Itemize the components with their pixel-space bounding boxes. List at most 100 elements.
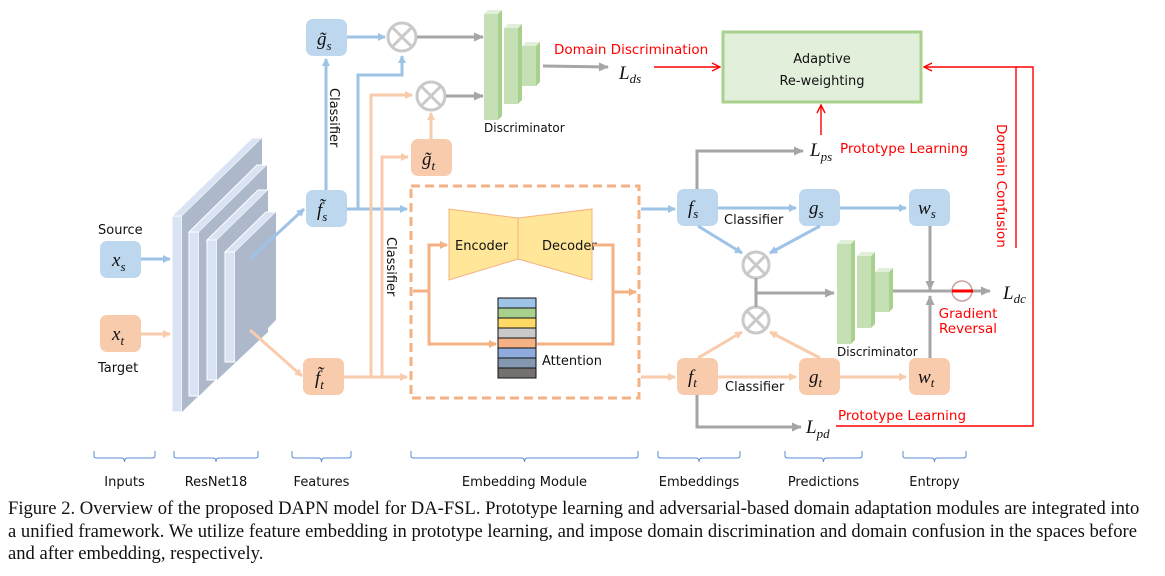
f-tilde-t-symbol: f̃t [315, 367, 325, 392]
arrow-domain-confusion-adaptive [924, 67, 1017, 248]
fs-box [677, 189, 718, 226]
loss-lpd: Lpd [805, 417, 830, 441]
xt-symbol: xt [111, 324, 124, 348]
g-tilde-t-symbol: g̃t [422, 149, 436, 173]
g-tilde-s-symbol: g̃s [317, 29, 332, 53]
attention-cell [497, 317, 537, 329]
stage-label: Features [294, 475, 350, 490]
stage-brace [902, 451, 967, 463]
adaptive-line1: Adaptive [793, 52, 851, 67]
gradient-reversal-label-1: Gradient [939, 306, 998, 322]
decoder-shape [517, 208, 593, 281]
stage-brace [291, 451, 352, 463]
decoder-label: Decoder [542, 239, 597, 254]
attention-cell [497, 297, 537, 309]
arrow-fs-otimes [697, 224, 743, 255]
attention-stack [497, 297, 537, 379]
discriminator-bottom-label: Discriminator [837, 345, 918, 359]
attention-cell [497, 307, 537, 319]
loss-ldc: Ldc [1002, 283, 1026, 306]
ws-box [909, 189, 950, 226]
attention-cell [497, 327, 537, 339]
domain-discrimination-label: Domain Discrimination [554, 42, 708, 58]
arrow-ft-lpd [695, 395, 802, 432]
stage-braces: Inputs ResNet18 Features Embedding Module Em… [93, 451, 967, 490]
classifier-label-s: Classifier [724, 213, 784, 228]
classifier-label-mid: Classifier [383, 237, 398, 297]
discriminator-bottom-icon [837, 240, 893, 344]
gradient-reversal-label-2: Reversal [939, 321, 997, 337]
stage-label: ResNet18 [185, 475, 248, 490]
adaptive-reweighting-box [721, 30, 923, 104]
attention-cell [497, 337, 537, 349]
arrow-fs-tilde-otimes [347, 55, 406, 211]
prototype-learning-label-1: Prototype Learning [840, 141, 968, 157]
otimes-icon [741, 305, 771, 335]
arrow-fs-lps [695, 146, 804, 189]
attention-cell [497, 347, 537, 359]
stage-label: Inputs [104, 475, 145, 490]
gs-symbol: gs [809, 198, 824, 221]
otimes-icon [415, 80, 447, 112]
arrow-input-attention [427, 291, 497, 348]
ft-symbol: ft [688, 367, 697, 390]
stage-label: Embeddings [659, 475, 740, 490]
ft-box [677, 358, 718, 395]
prototype-learning-label-2: Prototype Learning [838, 408, 966, 424]
dapn-diagram: Source xs xt Target f̃s f̃t g̃s g̃t Clas… [93, 10, 1034, 490]
domain-confusion-label: Domain Confusion [993, 124, 1009, 248]
stage-brace [173, 451, 259, 463]
attention-cell [497, 367, 537, 379]
f-tilde-s-box [306, 190, 347, 227]
stage-label: Embedding Module [462, 475, 587, 490]
stage-label: Predictions [788, 475, 860, 490]
stage-brace [410, 451, 639, 463]
resnet18-block [170, 137, 278, 413]
line-lpd-feedback [836, 66, 1034, 427]
attention-cell [497, 357, 537, 369]
loss-lps: Lps [809, 140, 832, 164]
discriminator-top-label: Discriminator [484, 121, 565, 135]
arrow-ft-tilde-gt-tilde [371, 153, 409, 379]
stage-brace [93, 451, 156, 463]
wt-box [909, 358, 950, 395]
fs-symbol: fs [688, 198, 698, 221]
gs-box [799, 189, 840, 226]
otimes-icon [386, 21, 418, 53]
arrow-resnet-fs [248, 207, 306, 261]
arrow-resnet-ft [249, 328, 303, 378]
figure-caption: Figure 2. Overview of the proposed DAPN … [8, 498, 1140, 564]
arrow-decoder-output [593, 243, 637, 296]
g-tilde-s-box [306, 19, 347, 56]
classifier-label-t: Classifier [725, 380, 785, 395]
stage-brace [657, 451, 741, 463]
otimes-icon [741, 250, 771, 280]
target-label: Target [97, 361, 138, 376]
arrow-gs-otimes [769, 224, 821, 255]
wt-symbol: wt [918, 367, 935, 390]
f-tilde-t-box [303, 358, 344, 395]
f-tilde-s-symbol: f̃s [317, 199, 327, 224]
g-tilde-t-box [411, 139, 452, 176]
discriminator-top-icon [484, 10, 540, 120]
gt-symbol: gt [809, 367, 823, 390]
ws-symbol: ws [918, 198, 936, 221]
embedding-module-box [409, 184, 641, 400]
loss-lds: Lds [618, 63, 641, 86]
arrow-ft-tilde-otimes [344, 91, 413, 379]
adaptive-line2: Re-weighting [779, 74, 864, 89]
stage-label: Entropy [909, 475, 960, 490]
source-label: Source [98, 223, 143, 238]
stage-brace [784, 451, 863, 463]
line-attention-output [537, 292, 615, 346]
encoder-label: Encoder [455, 239, 509, 254]
arrow-gt-otimes [769, 330, 821, 360]
gt-box [799, 358, 840, 395]
arrow-input-encoder [413, 241, 448, 293]
attention-label: Attention [542, 354, 602, 369]
gradient-reversal-icon [951, 280, 973, 302]
arrow-ft-otimes [697, 330, 743, 360]
arrow-discriminator-lds [542, 62, 609, 72]
xs-box [100, 241, 141, 278]
xs-symbol: xs [111, 250, 126, 274]
